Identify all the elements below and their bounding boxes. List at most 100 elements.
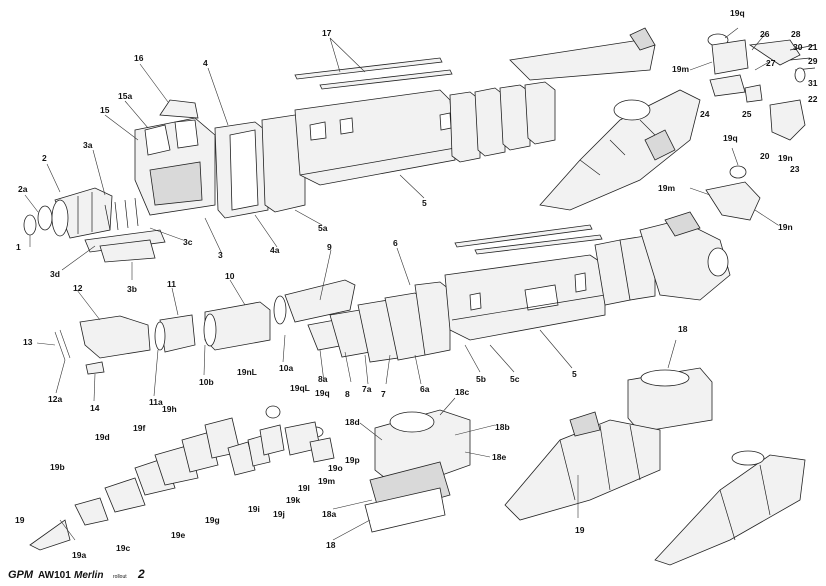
part-6-strips — [454, 224, 603, 255]
label-7: 7 — [381, 389, 386, 399]
label-30: 30 — [793, 42, 803, 52]
label-19n-mid: 19n — [778, 222, 793, 232]
label-3d: 3d — [50, 269, 60, 279]
label-6a: 6a — [420, 384, 430, 394]
part-16-canopy-top — [159, 99, 199, 119]
parts-19m-19q-lower — [265, 405, 335, 463]
part-tail-boom-top — [509, 27, 656, 81]
label-19f: 19f — [133, 423, 145, 433]
label-19q-lower: 19q — [315, 388, 330, 398]
label-19e: 19e — [171, 530, 185, 540]
part-14-small — [85, 361, 105, 375]
label-4: 4 — [203, 58, 208, 68]
label-19h: 19h — [162, 404, 177, 414]
label-21: 21 — [808, 42, 818, 52]
label-9: 9 — [327, 242, 332, 252]
part-19q-top — [707, 33, 749, 75]
label-18d: 18d — [345, 417, 360, 427]
label-3c: 3c — [183, 237, 193, 247]
label-1: 1 — [16, 242, 21, 252]
part-19-tail-boom-mid — [504, 411, 661, 521]
label-28: 28 — [791, 29, 801, 39]
label-19j: 19j — [273, 509, 285, 519]
label-18-right: 18 — [678, 324, 688, 334]
label-10: 10 — [225, 271, 235, 281]
label-5b: 5b — [476, 374, 486, 384]
footer: GPM AW101 Merlin rollout 2 — [8, 567, 145, 581]
parts-19b-19l — [74, 417, 285, 526]
part-11-ring — [154, 314, 196, 353]
leader-lines — [24, 27, 779, 541]
label-22: 22 — [808, 94, 818, 104]
label-19p: 19p — [345, 455, 360, 465]
cabin-rings-mid — [594, 235, 656, 306]
part-19a-strip — [59, 519, 76, 541]
label-14: 14 — [90, 403, 100, 413]
label-19l: 19l — [298, 483, 310, 493]
footer-name: Merlin — [74, 570, 103, 581]
label-15a: 15a — [118, 91, 132, 101]
part-13-strip — [54, 329, 71, 361]
label-19m-top: 19m — [672, 64, 689, 74]
label-23: 23 — [790, 164, 800, 174]
label-29: 29 — [808, 56, 818, 66]
label-19-left: 19 — [15, 515, 25, 525]
label-18c: 18c — [455, 387, 469, 397]
part-18-housing-right — [627, 367, 713, 433]
parts-20-31-cluster — [709, 39, 816, 141]
label-8a: 8a — [318, 374, 328, 384]
part-engine-cowl-mid — [639, 211, 731, 301]
label-17: 17 — [322, 28, 332, 38]
part-9-section — [273, 279, 356, 325]
label-31: 31 — [808, 78, 818, 88]
label-19g: 19g — [205, 515, 220, 525]
label-4a: 4a — [270, 245, 280, 255]
label-19qL: 19qL — [290, 383, 310, 393]
footer-page-number: 2 — [137, 567, 145, 581]
footer-model: AW101 — [38, 570, 71, 581]
part-3-small-parts — [84, 197, 166, 263]
footer-brand: GPM — [8, 569, 34, 581]
label-11: 11 — [167, 279, 176, 289]
label-19b: 19b — [50, 462, 65, 472]
label-19a: 19a — [72, 550, 86, 560]
label-18b: 18b — [495, 422, 510, 432]
label-20: 20 — [760, 151, 770, 161]
label-19i: 19i — [248, 504, 260, 514]
footer-note: rollout — [113, 574, 127, 580]
label-27: 27 — [766, 58, 776, 68]
part-4-frame-ring — [214, 121, 269, 219]
label-18a: 18a — [322, 509, 336, 519]
part-5-cabin-side — [444, 254, 606, 341]
label-24: 24 — [700, 109, 710, 119]
label-19q-top: 19q — [730, 8, 745, 18]
label-5-mid: 5 — [572, 369, 577, 379]
label-25: 25 — [742, 109, 752, 119]
label-19-mid: 19 — [575, 525, 585, 535]
part-5-cabin-top — [294, 89, 456, 186]
part-engine-cowl-top — [539, 89, 701, 211]
label-19m-lower: 19m — [318, 476, 335, 486]
label-12a: 12a — [48, 394, 62, 404]
label-7a: 7a — [362, 384, 372, 394]
part-12-panel — [79, 315, 151, 359]
part-labels: 1 2 2a 3 3a 3b 3c 3d 4 4a 5 5 5a 5b 5c 6… — [15, 8, 818, 560]
label-19o: 19o — [328, 463, 343, 473]
label-10b: 10b — [199, 377, 214, 387]
label-5a: 5a — [318, 223, 328, 233]
label-19q-mid: 19q — [723, 133, 738, 143]
label-3b: 3b — [127, 284, 137, 294]
label-5c: 5c — [510, 374, 520, 384]
part-2-nose-cone — [51, 187, 113, 239]
label-3a: 3a — [83, 140, 93, 150]
label-6: 6 — [393, 238, 398, 248]
label-2a: 2a — [18, 184, 28, 194]
part-19-tail-cone-left — [29, 519, 71, 551]
parts-6-8-frames — [307, 281, 451, 363]
label-26: 26 — [760, 29, 770, 39]
label-19n-top: 19n — [778, 153, 793, 163]
label-16: 16 — [134, 53, 144, 63]
label-13: 13 — [23, 337, 33, 347]
label-11a: 11a — [149, 397, 163, 407]
